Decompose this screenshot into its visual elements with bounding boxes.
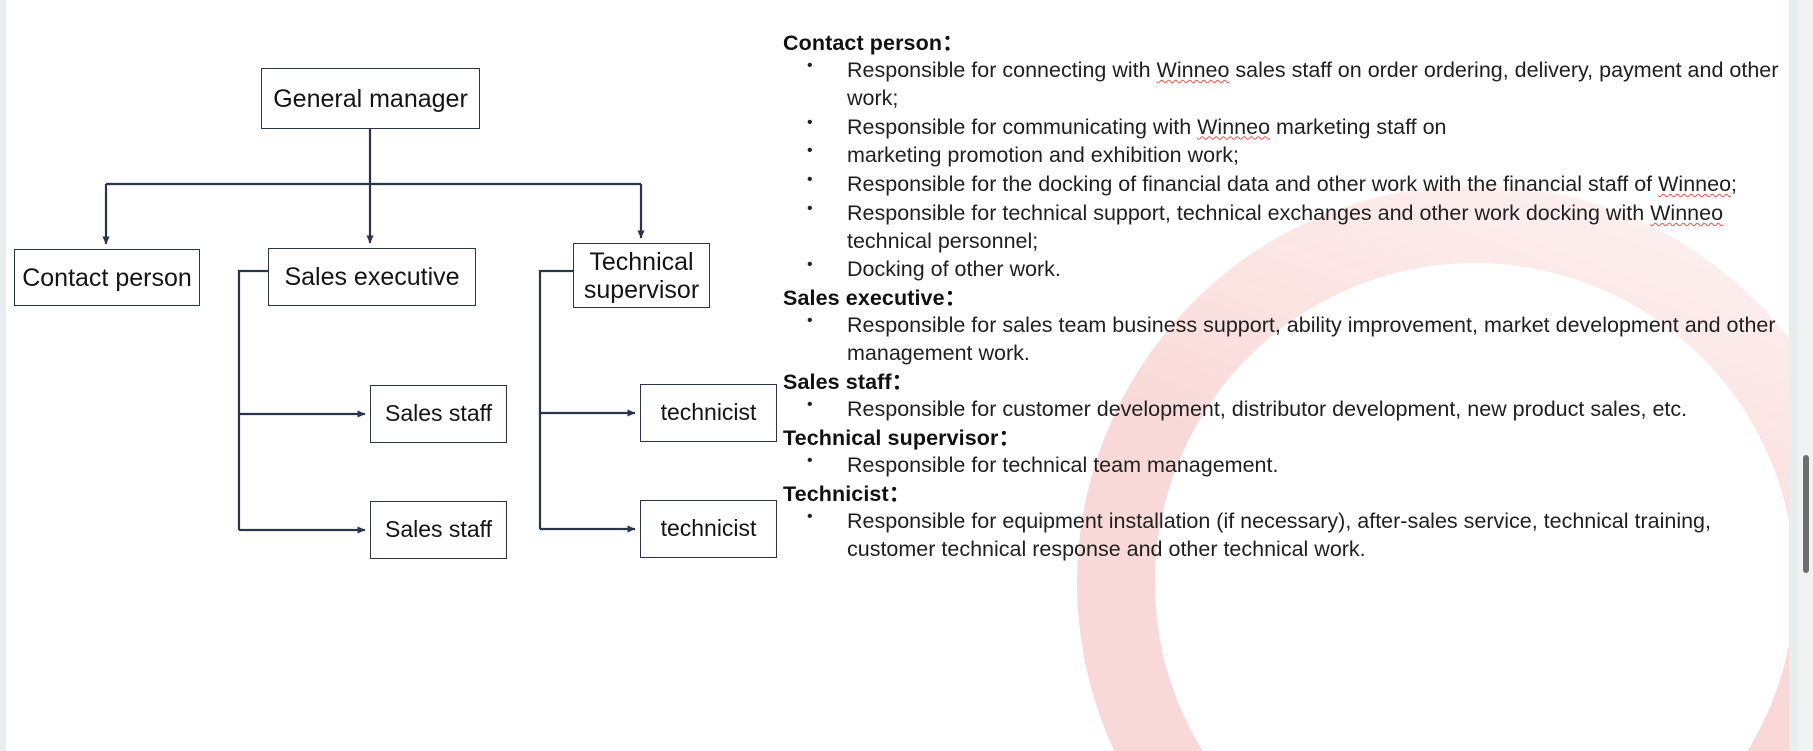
role-heading: Sales staff： bbox=[783, 369, 914, 394]
role-heading: Technical supervisor： bbox=[783, 425, 1021, 450]
node-label: technicist bbox=[660, 515, 757, 542]
right-edge-strip bbox=[1789, 0, 1798, 751]
role-heading: Contact person： bbox=[783, 31, 964, 55]
node-sales-staff-2[interactable]: Sales staff bbox=[370, 501, 507, 559]
node-contact-person[interactable]: Contact person bbox=[14, 249, 200, 306]
responsibility-section: Technicist：Responsible for equipment ins… bbox=[783, 481, 1783, 564]
responsibility-item: Responsible for technical support, techn… bbox=[783, 199, 1783, 255]
responsibility-item: Responsible for equipment installation (… bbox=[783, 507, 1783, 563]
responsibility-section: Sales staff：Responsible for customer dev… bbox=[783, 369, 1783, 424]
misspelled-word: Winneo bbox=[1197, 114, 1271, 139]
node-label: General manager bbox=[273, 84, 468, 113]
responsibility-list: Responsible for sales team business supp… bbox=[783, 311, 1783, 367]
org-chart: General manager Contact person Sales exe… bbox=[0, 0, 780, 751]
misspelled-word: Winneo bbox=[1658, 172, 1732, 197]
responsibility-section: Technical supervisor：Responsible for tec… bbox=[783, 425, 1783, 480]
responsibility-item: Docking of other work. bbox=[783, 255, 1783, 284]
node-label: Sales executive bbox=[284, 263, 460, 291]
node-sales-executive[interactable]: Sales executive bbox=[268, 248, 476, 306]
responsibility-item: Responsible for customer development, di… bbox=[783, 395, 1783, 424]
role-heading: Technicist： bbox=[783, 481, 911, 506]
node-technicist-2[interactable]: technicist bbox=[640, 500, 777, 558]
responsibility-item: marketing promotion and exhibition work; bbox=[783, 141, 1783, 170]
responsibility-item: Responsible for communicating with Winne… bbox=[783, 113, 1783, 142]
org-chart-connectors bbox=[102, 129, 645, 534]
responsibility-list: Responsible for connecting with Winneo s… bbox=[783, 56, 1783, 284]
responsibility-list: Responsible for technical team managemen… bbox=[783, 451, 1783, 480]
left-edge-strip bbox=[0, 0, 6, 751]
responsibility-section: Sales executive：Responsible for sales te… bbox=[783, 285, 1783, 368]
responsibilities-panel: Contact person：Responsible for connectin… bbox=[783, 30, 1783, 751]
responsibility-list: Responsible for customer development, di… bbox=[783, 395, 1783, 424]
node-technical-supervisor[interactable]: Technical supervisor bbox=[573, 243, 710, 308]
role-heading: Sales executive： bbox=[783, 286, 967, 311]
responsibility-item: Responsible for the docking of financial… bbox=[783, 170, 1783, 199]
node-label: Technical supervisor bbox=[583, 247, 700, 304]
node-label: Sales staff bbox=[385, 400, 492, 427]
responsibility-list: Responsible for equipment installation (… bbox=[783, 507, 1783, 563]
node-label: technicist bbox=[660, 399, 757, 426]
responsibility-section: Contact person：Responsible for connectin… bbox=[783, 30, 1783, 284]
responsibility-item: Responsible for connecting with Winneo s… bbox=[783, 56, 1783, 112]
scrollbar-track[interactable] bbox=[1798, 0, 1813, 751]
misspelled-word: Winneo bbox=[1650, 200, 1724, 225]
misspelled-word: Winneo bbox=[1156, 58, 1230, 83]
node-general-manager[interactable]: General manager bbox=[261, 68, 480, 129]
scrollbar-thumb[interactable] bbox=[1803, 455, 1809, 573]
responsibility-item: Responsible for technical team managemen… bbox=[783, 451, 1783, 480]
node-technicist-1[interactable]: technicist bbox=[640, 384, 777, 442]
node-label: Sales staff bbox=[385, 516, 492, 543]
node-sales-staff-1[interactable]: Sales staff bbox=[370, 385, 507, 443]
node-label: Contact person bbox=[22, 263, 192, 292]
responsibility-item: Responsible for sales team business supp… bbox=[783, 311, 1783, 367]
